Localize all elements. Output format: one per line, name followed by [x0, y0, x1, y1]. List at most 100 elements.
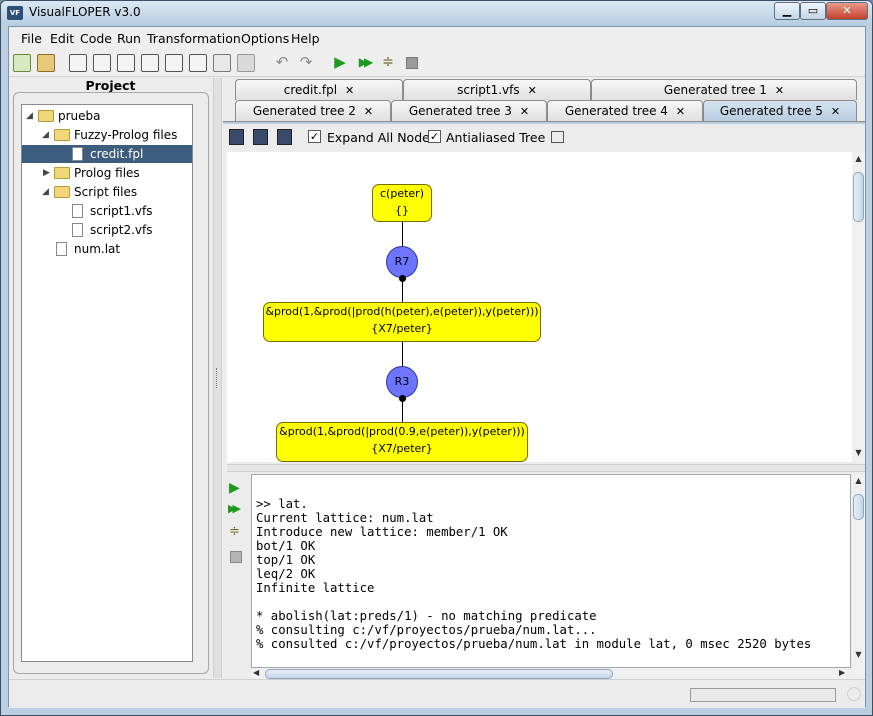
- menu-transformation[interactable]: Transformation: [147, 31, 241, 46]
- minimize-button[interactable]: ▁: [774, 2, 800, 20]
- tree-node-num-lat[interactable]: num.lat: [22, 240, 192, 258]
- step-icon[interactable]: ≑: [382, 54, 394, 70]
- close-tab-icon[interactable]: ✕: [675, 105, 686, 118]
- console-vertical-scrollbar[interactable]: ▲ ▼: [852, 474, 865, 680]
- tree-node-goal[interactable]: &prod(1,&prod(|prod(h(peter),e(peter)),y…: [263, 302, 541, 342]
- divider-grip[interactable]: [216, 368, 220, 388]
- file-icon: [72, 223, 83, 237]
- save-all-icon[interactable]: [189, 54, 207, 72]
- close-tab-icon[interactable]: ✕: [345, 84, 355, 97]
- scroll-thumb[interactable]: [265, 669, 613, 679]
- tree-node-fuzzy-prolog-files[interactable]: ◢ Fuzzy-Prolog files: [42, 128, 178, 142]
- file-icon: [72, 204, 83, 218]
- tab-generated-tree-2[interactable]: Generated tree 2✕: [235, 100, 391, 121]
- console-line: leq/2 OK: [256, 567, 316, 581]
- save-xml-icon[interactable]: [277, 129, 292, 145]
- rule-node[interactable]: R3: [386, 366, 418, 398]
- tree-node-script2-vfs[interactable]: script2.vfs: [22, 221, 192, 239]
- scroll-thumb[interactable]: [853, 172, 864, 222]
- close-tab-icon[interactable]: ✕: [527, 84, 537, 97]
- derivation-tree-canvas[interactable]: c(peter) {} R7 &prod(1,&prod(|prod(h(pet…: [227, 152, 852, 462]
- close-tab-icon[interactable]: ✕: [519, 105, 530, 118]
- new-lat-file-icon[interactable]: [141, 54, 159, 72]
- menu-help[interactable]: Help: [291, 31, 320, 46]
- run-all-icon[interactable]: ▶▶: [228, 502, 241, 515]
- tree-node-prolog-files[interactable]: ▶ Prolog files: [43, 166, 140, 180]
- scroll-thumb[interactable]: [853, 494, 864, 520]
- scroll-up-icon[interactable]: ▲: [855, 476, 862, 485]
- tree-node-prueba[interactable]: ◢ prueba: [26, 109, 101, 123]
- expand-all-checkbox[interactable]: ✓: [308, 130, 321, 143]
- close-all-icon[interactable]: [237, 54, 255, 72]
- menu-code[interactable]: Code: [80, 31, 113, 46]
- console-line: top/1 OK: [256, 553, 316, 567]
- tree-vertical-scrollbar[interactable]: ▲ ▼: [852, 152, 865, 462]
- step-icon[interactable]: ≑: [229, 524, 240, 539]
- close-window-button[interactable]: ✕: [826, 2, 868, 20]
- antialiased-checkbox[interactable]: ✓: [428, 130, 441, 143]
- new-project-icon[interactable]: [13, 54, 31, 72]
- rule-node[interactable]: R7: [386, 246, 418, 278]
- project-tree[interactable]: ◢ prueba ◢ Fuzzy-Prolog files credit.fpl…: [21, 104, 193, 662]
- tab-credit-fpl[interactable]: credit.fpl✕: [235, 79, 403, 100]
- expanded-arrow-icon[interactable]: ◢: [42, 130, 49, 140]
- folder-closed-icon: [54, 167, 70, 179]
- tree-node-goal[interactable]: c(peter) {}: [372, 184, 432, 222]
- tree-node-script-files[interactable]: ◢ Script files: [42, 185, 138, 199]
- scroll-up-icon[interactable]: ▲: [855, 154, 862, 163]
- tree-node-goal[interactable]: &prod(1,&prod(|prod(0.9,e(peter)),y(pete…: [276, 422, 528, 462]
- tree-node-script1-vfs[interactable]: script1.vfs: [22, 202, 192, 220]
- run-all-icon[interactable]: ▶▶: [358, 55, 373, 69]
- redo-icon[interactable]: ↷: [299, 53, 313, 71]
- run-icon[interactable]: ▶: [229, 480, 240, 496]
- stop-icon[interactable]: [230, 551, 242, 563]
- console-output[interactable]: >> lat. Current lattice: num.lat Introdu…: [251, 474, 851, 668]
- tab-generated-tree-5[interactable]: Generated tree 5✕: [703, 100, 857, 121]
- edge-endpoint: [399, 395, 406, 402]
- save-png-icon[interactable]: [229, 129, 244, 145]
- console-line: >> lat.: [256, 497, 308, 511]
- tab-generated-tree-1[interactable]: Generated tree 1✕: [591, 79, 857, 100]
- new-vfs-file-icon[interactable]: [117, 54, 135, 72]
- menu-edit[interactable]: Edit: [50, 31, 75, 46]
- scroll-left-icon[interactable]: ◀: [253, 668, 260, 677]
- scroll-right-icon[interactable]: ▶: [839, 668, 846, 677]
- close-file-icon[interactable]: [213, 54, 231, 72]
- folder-open-icon: [54, 129, 70, 141]
- undo-icon[interactable]: ↶: [275, 53, 289, 71]
- detach-window-icon[interactable]: [551, 131, 564, 143]
- menu-options[interactable]: Options: [241, 31, 290, 46]
- close-tab-icon[interactable]: ✕: [774, 84, 785, 97]
- new-fpl-file-icon[interactable]: [69, 54, 87, 72]
- tab-script1-vfs[interactable]: script1.vfs✕: [403, 79, 591, 100]
- tree-edge: [402, 222, 403, 246]
- progress-bar: [690, 688, 836, 702]
- title-bar[interactable]: VF VisualFLOPER v3.0 ▁ ▭ ✕: [1, 1, 872, 25]
- open-project-icon[interactable]: [37, 54, 55, 72]
- maximize-button[interactable]: ▭: [800, 2, 826, 20]
- expanded-arrow-icon[interactable]: ◢: [26, 111, 33, 121]
- split-pane-divider[interactable]: [213, 78, 222, 678]
- menu-run[interactable]: Run: [117, 31, 141, 46]
- close-tab-icon[interactable]: ✕: [830, 105, 841, 118]
- tree-edge: [402, 398, 403, 422]
- save-icon[interactable]: [165, 54, 183, 72]
- scroll-down-icon[interactable]: ▼: [855, 650, 862, 659]
- tab-generated-tree-3[interactable]: Generated tree 3✕: [391, 100, 547, 121]
- console-splitter[interactable]: [227, 464, 865, 472]
- tree-node-credit-fpl[interactable]: credit.fpl: [22, 145, 192, 163]
- tab-generated-tree-4[interactable]: Generated tree 4✕: [547, 100, 703, 121]
- stop-icon[interactable]: [403, 54, 421, 72]
- console-horizontal-scrollbar[interactable]: ◀ ▶: [251, 668, 851, 680]
- tab-content-border: [223, 121, 865, 124]
- run-icon[interactable]: ▶: [334, 53, 346, 71]
- expanded-arrow-icon[interactable]: ◢: [42, 187, 49, 197]
- new-pl-file-icon[interactable]: [93, 54, 111, 72]
- scroll-down-icon[interactable]: ▼: [855, 448, 862, 457]
- menu-file[interactable]: File: [21, 31, 42, 46]
- save-txt-icon[interactable]: [253, 129, 268, 145]
- close-tab-icon[interactable]: ✕: [363, 105, 374, 118]
- tree-edge: [402, 342, 403, 366]
- collapsed-arrow-icon[interactable]: ▶: [43, 168, 50, 178]
- folder-open-icon: [54, 186, 70, 198]
